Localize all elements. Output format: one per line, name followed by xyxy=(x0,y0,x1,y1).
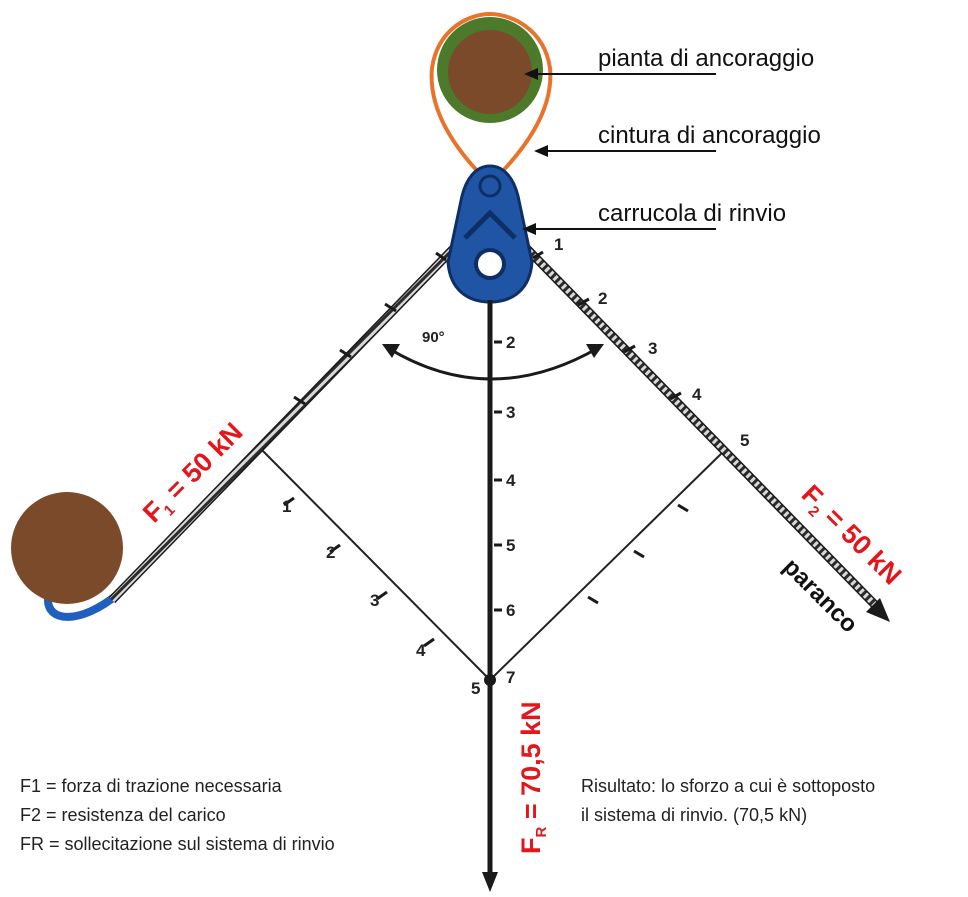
f2-value: = 50 kN xyxy=(813,497,907,591)
scale-left-5: 5 xyxy=(471,679,480,698)
ticks xyxy=(283,250,689,648)
result-line-1: Risultato: lo sforzo a cui è sottoposto xyxy=(581,776,876,796)
fr-letter: F xyxy=(516,838,546,855)
paranco-label: paranco xyxy=(778,553,863,638)
callout-arrow-pulley xyxy=(522,223,536,235)
fr-sub: R xyxy=(533,827,550,838)
scale-center-2: 2 xyxy=(506,333,515,352)
scale-center-6: 6 xyxy=(506,601,515,620)
scale-right-4: 4 xyxy=(692,385,702,404)
angle-arrow-right xyxy=(586,344,604,358)
scale-center-3: 3 xyxy=(506,403,515,422)
legend-f1: F1 = forza di trazione necessaria xyxy=(20,776,282,796)
callout-arrow-tree xyxy=(524,68,538,80)
resultant-arrowhead xyxy=(482,872,498,892)
scale-center-7: 7 xyxy=(506,668,515,687)
scale-right-5: 5 xyxy=(740,431,749,450)
angle-arc xyxy=(387,346,599,381)
scale-right-3: 3 xyxy=(648,339,657,358)
angle-arrow-left xyxy=(382,344,400,358)
pulley-block xyxy=(446,164,534,304)
tree-trunk xyxy=(448,30,532,114)
anchor-sling xyxy=(44,590,122,621)
callouts xyxy=(534,73,716,230)
rope-right-strand xyxy=(489,210,883,613)
scale-center-4: 4 xyxy=(506,471,516,490)
scale-right-2: 2 xyxy=(598,289,607,308)
callout-belt-label: cintura di ancoraggio xyxy=(598,122,821,149)
legend-fr: FR = sollecitazione sul sistema di rinvi… xyxy=(20,834,335,854)
scale-left-2: 2 xyxy=(326,543,335,562)
rope-left-strand xyxy=(109,210,491,603)
result-note: Risultato: lo sforzo a cui è sottoposto … xyxy=(581,772,875,830)
result-line-2: il sistema di rinvio. (70,5 kN) xyxy=(581,805,808,825)
legend: F1 = forza di trazione necessaria F2 = r… xyxy=(20,772,335,859)
left-tree-trunk xyxy=(11,492,123,604)
scale-left-3: 3 xyxy=(370,591,379,610)
pulley-wheel xyxy=(474,248,506,280)
pulley-eye xyxy=(478,174,502,198)
left-anchor xyxy=(11,492,123,621)
scale-right-1: 1 xyxy=(554,235,563,254)
anchor-belt xyxy=(429,11,553,187)
arrowhead-right xyxy=(866,598,890,622)
construction-lines xyxy=(259,447,726,681)
scale-left-1: 1 xyxy=(282,497,291,516)
force-fr-label: FR = 70,5 kN xyxy=(516,701,550,854)
callout-pulley-label: carrucola di rinvio xyxy=(598,200,786,227)
callout-tree-label: pianta di ancoraggio xyxy=(598,45,814,72)
angle-label: 90° xyxy=(422,329,445,346)
scale-center-5: 5 xyxy=(506,536,515,555)
f1-value: = 50 kN xyxy=(155,417,249,511)
callout-arrow-belt xyxy=(534,145,548,157)
legend-f2: F2 = resistenza del carico xyxy=(20,805,226,825)
fr-value: = 70,5 kN xyxy=(516,701,546,826)
resultant-origin xyxy=(484,674,496,686)
anchor-tree xyxy=(429,11,553,187)
scale-left-4: 4 xyxy=(416,641,426,660)
